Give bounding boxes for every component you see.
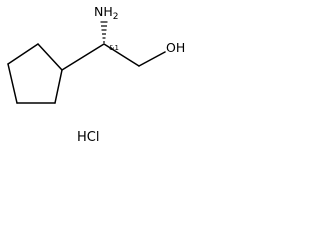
hydroxyl-label: OH [166, 40, 185, 55]
structure-diagram: NH2 &1 OH HCl [7, 4, 185, 145]
bond-ring-to-chiral-carbon [61, 43, 105, 71]
bond-chiral-to-ch2 [103, 43, 140, 67]
ring-bond [54, 69, 63, 104]
ring-bond [37, 43, 63, 71]
ring-bond [7, 63, 18, 104]
stereo-label: &1 [109, 44, 119, 52]
bond-ch2-to-oh [138, 51, 166, 67]
cyclopentane-ring [7, 43, 63, 104]
hashed-wedge-bond [100, 21, 108, 43]
amine-label: NH2 [94, 4, 118, 22]
ring-bond [7, 43, 39, 65]
salt-label: HCl [77, 130, 99, 145]
